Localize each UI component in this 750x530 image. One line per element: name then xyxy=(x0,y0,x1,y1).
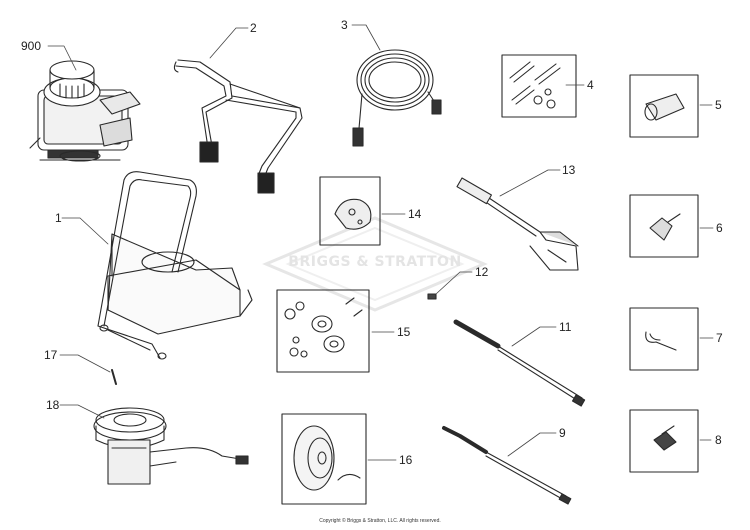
callout-12: 12 xyxy=(475,265,489,279)
callout-900: 900 xyxy=(21,39,42,53)
callout-9: 9 xyxy=(559,426,566,440)
callout-16: 16 xyxy=(399,453,413,467)
callout-5: 5 xyxy=(715,98,722,112)
watermark-diamond-icon xyxy=(262,216,488,312)
callout-14: 14 xyxy=(408,207,422,221)
engine-part-900 xyxy=(29,60,141,162)
callout-7: 7 xyxy=(716,331,723,345)
nozzle-part-12 xyxy=(427,293,437,300)
spray-gun-part-13 xyxy=(456,177,579,271)
spacer-part-14 xyxy=(319,176,381,246)
clip-part-5 xyxy=(629,74,699,138)
callout-13: 13 xyxy=(562,163,576,177)
fitting-part-8 xyxy=(629,409,699,473)
pump-part-18 xyxy=(93,407,249,485)
callout-15: 15 xyxy=(397,325,411,339)
callout-3: 3 xyxy=(341,18,348,32)
hose-part-3 xyxy=(352,49,442,147)
wand-part-11 xyxy=(453,319,586,407)
wheel-part-16 xyxy=(281,413,367,505)
wheel-kit-part-15 xyxy=(276,289,370,373)
bolts-kit-part-4 xyxy=(501,54,577,118)
brand-watermark: BRIGGS & STRATTON xyxy=(262,214,488,314)
callout-2: 2 xyxy=(250,21,257,35)
callout-1: 1 xyxy=(55,211,62,225)
callout-8: 8 xyxy=(715,433,722,447)
callout-4: 4 xyxy=(587,78,594,92)
frame-part-1 xyxy=(97,171,253,360)
callout-18: 18 xyxy=(46,398,60,412)
callout-11: 11 xyxy=(559,320,572,334)
callout-17: 17 xyxy=(44,348,58,362)
watermark-text: BRIGGS & STRATTON xyxy=(288,254,462,270)
handle-part-2 xyxy=(173,59,303,194)
knob-part-6 xyxy=(629,194,699,258)
copyright-notice: Copyright © Briggs & Stratton, LLC. All … xyxy=(319,518,441,524)
wand-part-9 xyxy=(442,426,572,505)
callout-6: 6 xyxy=(716,221,723,235)
pin-part-7 xyxy=(629,307,699,371)
pin-part-17 xyxy=(111,369,117,385)
leader-lines xyxy=(47,24,714,461)
